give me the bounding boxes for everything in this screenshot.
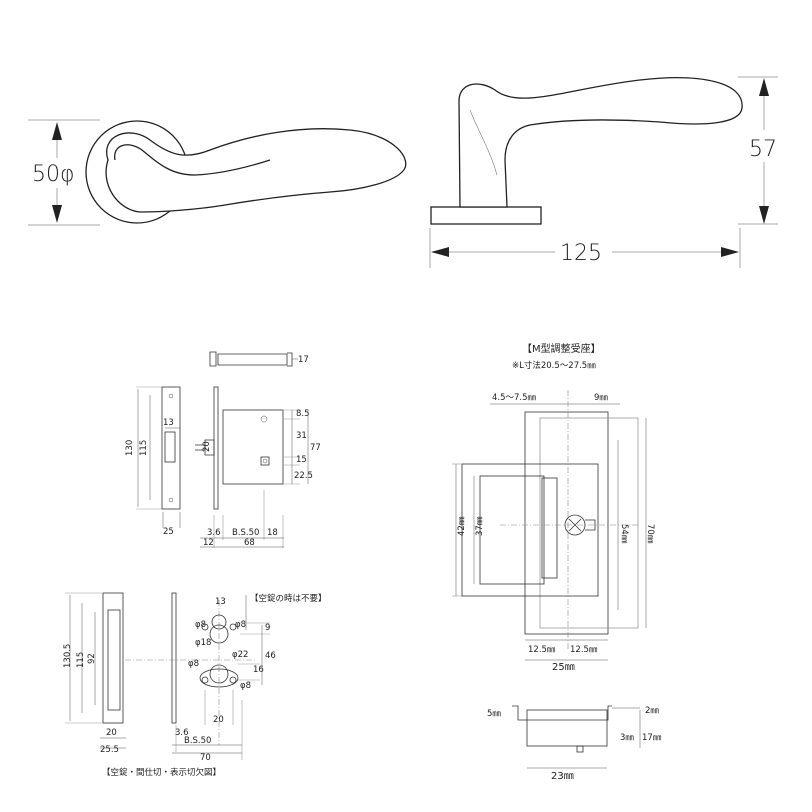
- cutout-drawing: 130.5 115 92 20 25.5 13 【空錠の時は不要】 φ8 φ8 …: [63, 592, 327, 778]
- front-height-inner: 115: [139, 440, 149, 456]
- strike-h70: 70㎜: [645, 524, 655, 544]
- handle-side-view: 57 125: [429, 76, 778, 268]
- cut-9: 9: [265, 623, 270, 633]
- cut-13: 13: [215, 597, 226, 607]
- cut-20-right: 20: [213, 715, 224, 725]
- strike-top-right: 9㎜: [594, 393, 608, 403]
- phi8-b: φ8: [235, 620, 246, 630]
- cut-bs50: B.S.50: [184, 736, 211, 746]
- strike-note: ※L寸法20.5～27.5㎜: [512, 360, 596, 371]
- strike-h54: 54㎜: [619, 524, 629, 544]
- strike-drawing: 【M型調整受座】 ※L寸法20.5～27.5㎜ 4.5～7.5㎜ 9㎜ 42㎜ …: [452, 342, 662, 782]
- height-92: 92: [87, 653, 97, 664]
- side-2: 2㎜: [645, 706, 659, 716]
- side-23: 23㎜: [551, 771, 574, 782]
- strike-h42: 42㎜: [457, 516, 467, 536]
- front-plate-width: 25: [163, 527, 174, 537]
- side-17: 17㎜: [642, 733, 662, 743]
- phi8-a: φ8: [195, 620, 206, 630]
- rose-diameter-label: 50φ: [32, 162, 75, 187]
- bottom-12: 12: [203, 538, 214, 548]
- dim-22-5: 22.5: [294, 471, 313, 481]
- strike-top-left: 4.5～7.5㎜: [492, 393, 537, 403]
- cut-3-6: 3.6: [175, 728, 189, 738]
- strike-h37: 37㎜: [475, 516, 485, 536]
- phi8-d: φ8: [240, 681, 251, 691]
- phi18: φ18: [195, 638, 211, 648]
- dim-8-5: 8.5: [296, 409, 310, 419]
- phi22: φ22: [232, 650, 248, 660]
- lock-body-drawing: 17 130 115 13 25 20 8.5 31 15 22: [125, 351, 321, 548]
- height-130-5: 130.5: [63, 644, 73, 668]
- side-3: 3㎜: [620, 733, 634, 743]
- strike-title: 【M型調整受座】: [522, 342, 601, 355]
- cutout-caption: 【空錠・間仕切・表示切欠図】: [102, 767, 221, 778]
- latch-length-label: 17: [298, 355, 309, 365]
- phi8-c: φ8: [188, 659, 199, 669]
- dim-15: 15: [296, 455, 307, 465]
- cut-16: 16: [253, 665, 264, 675]
- dim-31: 31: [296, 431, 307, 441]
- backset-label: B.S.50: [232, 528, 259, 538]
- side-5: 5㎜: [487, 709, 501, 719]
- strike-w12-5b: 12.5㎜: [570, 645, 598, 655]
- front-width: 20: [202, 441, 212, 452]
- total-height: 77: [310, 443, 321, 453]
- cutout-note: 【空錠の時は不要】: [250, 593, 327, 604]
- handle-height-label: 57: [749, 137, 777, 162]
- cut-20-left: 20: [106, 728, 117, 738]
- height-115: 115: [76, 652, 86, 668]
- cut-70: 70: [200, 753, 211, 763]
- handle-length-label: 125: [560, 241, 602, 266]
- cut-25-5: 25.5: [100, 745, 119, 755]
- handle-front-view: 50φ: [28, 119, 407, 226]
- cut-46: 46: [265, 651, 276, 661]
- depth-18: 18: [267, 528, 278, 538]
- strike-w25: 25㎜: [552, 662, 575, 673]
- backset-offset: 3.6: [207, 528, 221, 538]
- strike-w12-5a: 12.5㎜: [528, 645, 556, 655]
- bottom-68: 68: [244, 538, 255, 548]
- front-height-outer: 130: [125, 440, 135, 456]
- thumb-dim: 13: [163, 418, 174, 428]
